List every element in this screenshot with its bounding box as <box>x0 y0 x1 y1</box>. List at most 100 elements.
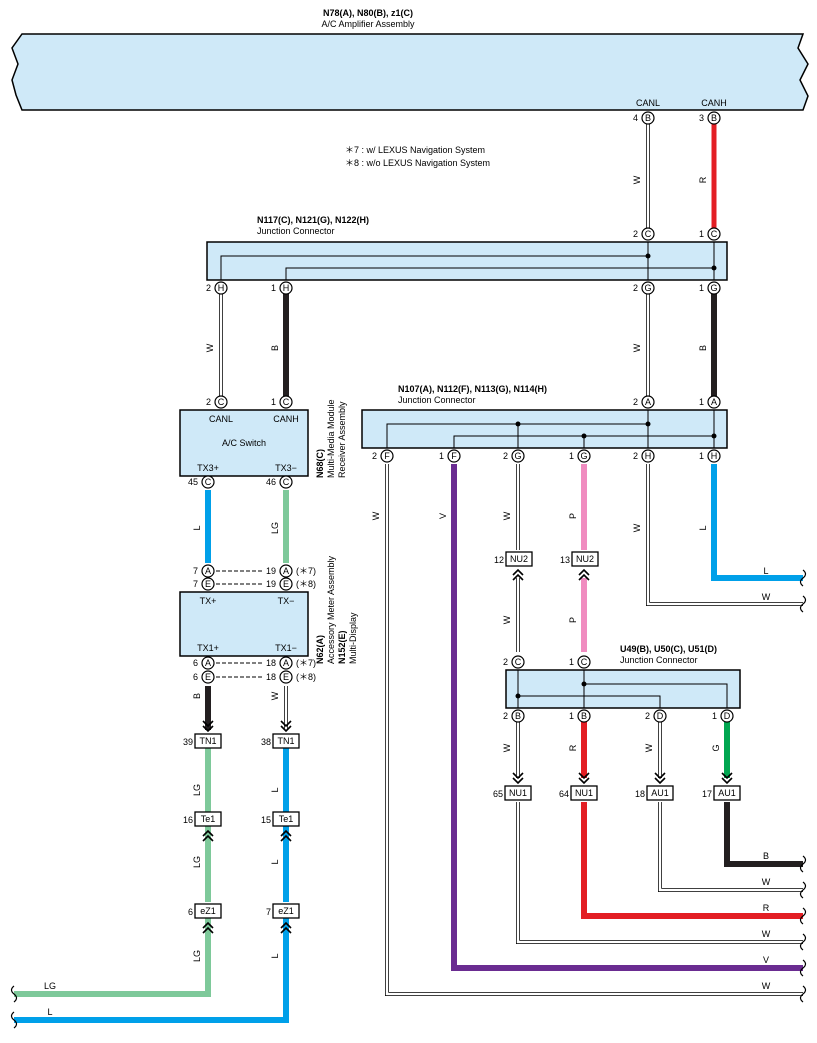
pin-connector: A <box>201 564 215 578</box>
pin-connector: C <box>511 655 525 669</box>
pin-number: 2 <box>645 711 650 721</box>
exit-label-B: B <box>763 851 769 861</box>
conn-label: TN1 <box>199 736 216 746</box>
pin-number: 2 <box>633 451 638 461</box>
pin-number: 2 <box>633 283 638 293</box>
meter-name2: Multi-Display <box>348 612 358 664</box>
wire-w-jc2-f2-exit <box>385 464 803 996</box>
pin-connector: H <box>641 449 655 463</box>
wire-label-W: W <box>502 615 512 624</box>
pin-letter: C <box>205 477 212 487</box>
conn-label: eZ1 <box>200 906 216 916</box>
pin-connector: G <box>577 449 591 463</box>
wire-label-R: R <box>568 744 578 751</box>
pin-connector: C <box>641 227 655 241</box>
pin-letter: G <box>710 283 717 293</box>
pin-number: 3 <box>699 113 704 123</box>
jc1-codes: N117(C), N121(G), N122(H) <box>257 215 369 225</box>
meter-name1: Accessory Meter Assembly <box>326 555 336 664</box>
wire-label-W: W <box>371 511 381 520</box>
left-break-marks <box>10 985 18 1029</box>
acswitch-vertical-label: N68(C) Multi-Media Module Receiver Assem… <box>315 399 347 478</box>
inline-connector-tn1: TN1 <box>272 733 300 749</box>
meter-txm: TX− <box>278 596 295 606</box>
inline-connector-te1: Te1 <box>194 811 222 827</box>
wire-b-au1-exit <box>724 802 803 867</box>
pin-letter: E <box>283 672 289 682</box>
wire-label-W: W <box>644 743 654 752</box>
acswitch-tx3p: TX3+ <box>197 463 219 473</box>
conn-pin-number: 65 <box>493 789 503 799</box>
inline-connector-nu1: NU1 <box>504 785 532 801</box>
conn-pin-number: 13 <box>560 555 570 565</box>
pin-letter: E <box>205 579 211 589</box>
pin-letter: G <box>580 451 587 461</box>
wire-label-L: L <box>270 953 280 958</box>
pin-letter: G <box>644 283 651 293</box>
jc2-codes: N107(A), N112(F), N113(G), N114(H) <box>398 384 547 394</box>
pin-letter: C <box>218 397 225 407</box>
pin-connector: E <box>279 577 293 591</box>
wire-label-LG: LG <box>270 522 280 534</box>
wire-label-LG: LG <box>192 950 202 962</box>
pin-letter: H <box>711 451 718 461</box>
conn-label: eZ1 <box>278 906 294 916</box>
inline-connector-au1: AU1 <box>713 785 741 801</box>
acswitch-canh: CANH <box>273 414 299 424</box>
pin-letter: F <box>384 451 390 461</box>
pin-number: 18 <box>266 672 276 682</box>
note-8: ＊8 : w/o LEXUS Navigation System <box>345 158 490 168</box>
pin-letter: A <box>205 566 211 576</box>
pin-connector: H <box>214 281 228 295</box>
conn-pin-number: 38 <box>261 737 271 747</box>
conn-pin-number: 15 <box>261 815 271 825</box>
wire-label-L: L <box>192 525 202 530</box>
pin-number: 1 <box>699 397 704 407</box>
pin-connector: A <box>707 395 721 409</box>
pin-connector: B <box>641 111 655 125</box>
pin-number: 6 <box>193 672 198 682</box>
jc2-name: Junction Connector <box>398 395 476 405</box>
pin-connector: C <box>279 395 293 409</box>
wire-lg-exit <box>14 918 211 997</box>
pin-letter: H <box>283 283 290 293</box>
pin-connector: B <box>511 709 525 723</box>
pin-connector: A <box>201 656 215 670</box>
amp-canl-label: CANL <box>636 98 660 108</box>
pin-connector: H <box>707 449 721 463</box>
meter-vertical-label: N62(A) Accessory Meter Assembly N152(E) … <box>315 555 358 664</box>
conn-label: NU2 <box>576 554 594 564</box>
acswitch-name1: Multi-Media Module <box>326 399 336 478</box>
pin-number: 2 <box>633 397 638 407</box>
opt-note-8: (＊8) <box>296 579 316 589</box>
pin-letter: B <box>515 711 521 721</box>
pin-connector: D <box>653 709 667 723</box>
pin-connector: C <box>214 395 228 409</box>
pin-letter: C <box>581 657 588 667</box>
pin-number: 1 <box>699 451 704 461</box>
conn-pin-number: 6 <box>188 907 193 917</box>
pin-connector: C <box>577 655 591 669</box>
opt-note-7: (＊7) <box>296 658 316 668</box>
conn-pin-number: 12 <box>494 555 504 565</box>
conn-label: Te1 <box>279 814 294 824</box>
pin-letter: A <box>711 397 717 407</box>
pin-number: 2 <box>633 229 638 239</box>
wire-label-LG: LG <box>192 856 202 868</box>
pin-number: 2 <box>206 283 211 293</box>
pin-number: 19 <box>266 566 276 576</box>
pin-number: 2 <box>503 451 508 461</box>
jc2-box <box>361 409 728 449</box>
meter-tx1m: TX1− <box>275 643 297 653</box>
pin-number: 1 <box>569 451 574 461</box>
conn-label: NU2 <box>510 554 528 564</box>
wire-label-W: W <box>270 691 280 700</box>
wire-w-jc2-h2-exit <box>646 464 803 606</box>
inline-connector-tn1: TN1 <box>194 733 222 749</box>
pin-number: 46 <box>266 477 276 487</box>
pin-letter: H <box>645 451 652 461</box>
pin-connector: B <box>577 709 591 723</box>
pin-connector: G <box>511 449 525 463</box>
inline-connector-te1: Te1 <box>272 811 300 827</box>
acswitch-box <box>179 409 309 477</box>
